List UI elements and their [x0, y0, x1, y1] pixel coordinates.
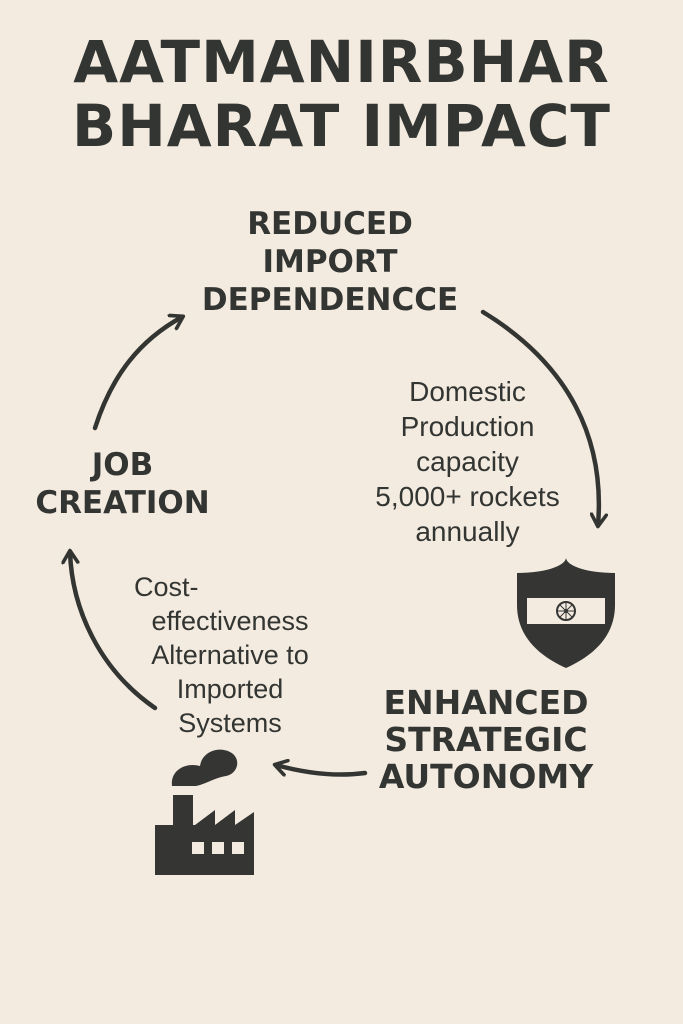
node-reduced-import-line-1: REDUCED	[247, 206, 413, 242]
shield-flag-icon	[517, 558, 615, 668]
node-reduced-import: REDUCED IMPORT DEPENDENCCE	[190, 205, 470, 319]
note-domestic-line-4: 5,000+ rockets	[375, 481, 560, 512]
title-line-1: AATMANIRBHAR	[73, 28, 610, 96]
node-job-line-1: JOB	[91, 447, 154, 483]
title-line-2: BHARAT IMPACT	[72, 92, 611, 160]
note-domestic-line-5: annually	[415, 516, 520, 547]
node-autonomy-line-2: STRATEGIC	[384, 720, 588, 759]
node-reduced-import-line-3: DEPENDENCCE	[201, 282, 459, 318]
factory-icon	[155, 749, 254, 875]
note-cost-line-5: Systems	[178, 708, 282, 738]
note-domestic-line-2: Production	[400, 411, 535, 442]
note-domestic-production: Domestic Production capacity 5,000+ rock…	[335, 374, 600, 549]
arrow-import-to-autonomy	[480, 309, 599, 525]
note-domestic-line-3: capacity	[416, 446, 519, 477]
node-job-line-2: CREATION	[35, 485, 210, 521]
note-cost-line-2: effectiveness	[151, 606, 309, 636]
node-reduced-import-line-2: IMPORT	[262, 244, 398, 280]
note-cost-effectiveness: Cost- effectiveness Alternative to Impor…	[120, 570, 340, 740]
note-cost-line-3: Alternative to	[151, 640, 309, 670]
node-job-creation: JOB CREATION	[25, 446, 220, 522]
node-autonomy-line-1: ENHANCED	[383, 683, 589, 722]
arrow-job-to-import	[92, 317, 182, 431]
arrow-autonomy-to-factory	[276, 765, 368, 775]
node-autonomy-line-3: AUTONOMY	[378, 757, 594, 796]
note-cost-line-4: Imported	[176, 674, 284, 704]
page-title: AATMANIRBHAR BHARAT IMPACT	[0, 30, 683, 158]
node-strategic-autonomy: ENHANCED STRATEGIC AUTONOMY	[372, 684, 600, 795]
arrow-cost-to-job	[70, 552, 158, 711]
note-cost-line-1: Cost-	[134, 572, 199, 602]
note-domestic-line-1: Domestic	[409, 376, 526, 407]
